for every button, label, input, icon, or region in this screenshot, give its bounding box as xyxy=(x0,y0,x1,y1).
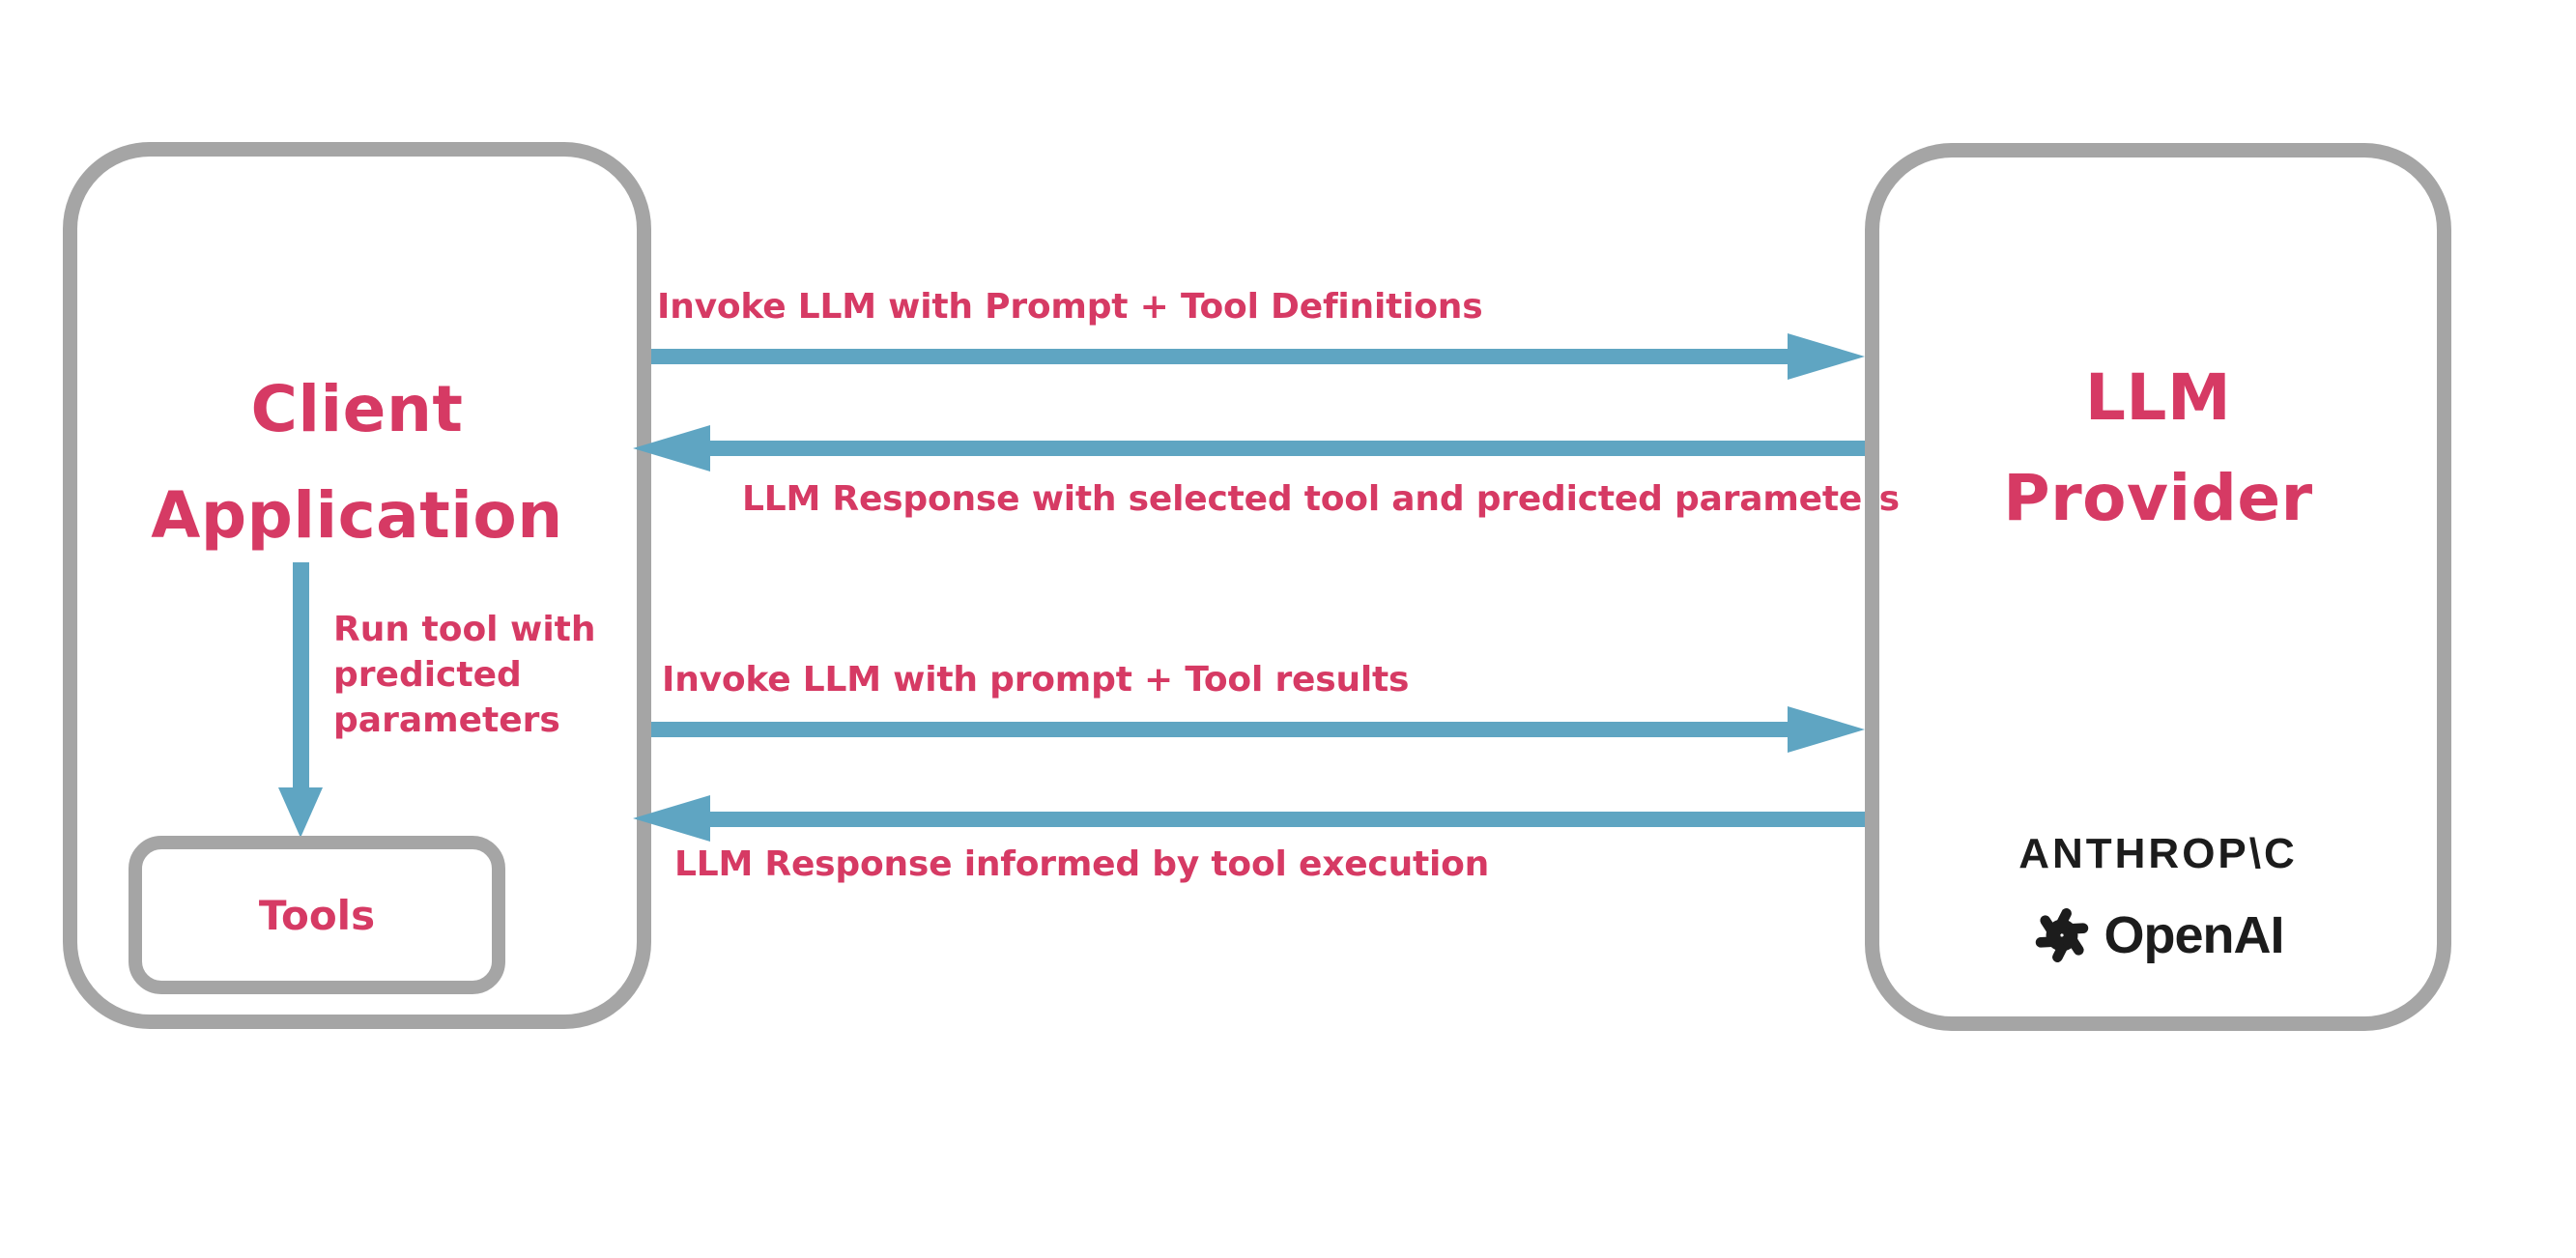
run-tool-label-line1: Run tool with xyxy=(333,610,596,649)
client-application-title: Client Application xyxy=(63,357,651,569)
client-title-line2: Application xyxy=(151,478,563,553)
arrow-response-1-shaft xyxy=(708,441,1865,456)
llm-provider-title: LLM Provider xyxy=(1865,348,2451,549)
client-title-line1: Client xyxy=(250,372,464,446)
tools-label: Tools xyxy=(258,891,376,939)
run-tool-label-line3: parameters xyxy=(333,700,560,740)
llm-title-line2: Provider xyxy=(2003,461,2313,535)
flow-label-invoke-definitions: Invoke LLM with Prompt + Tool Definition… xyxy=(657,287,1483,327)
openai-logo: OpenAI xyxy=(1865,901,2451,969)
run-tool-arrow-shaft xyxy=(293,562,309,787)
llm-provider-box xyxy=(1865,143,2451,1031)
llm-title-line1: LLM xyxy=(2084,360,2232,435)
run-tool-arrow-head-icon xyxy=(278,787,323,838)
tools-box: Tools xyxy=(129,836,505,994)
run-tool-label-line2: predicted xyxy=(333,655,522,695)
arrow-response-2-shaft xyxy=(708,812,1865,827)
arrow-response-2-head-icon xyxy=(633,795,710,842)
arrow-request-1-shaft xyxy=(651,349,1788,364)
anthropic-wordmark: ANTHROP\C xyxy=(2018,830,2298,877)
arrow-request-1-head-icon xyxy=(1788,333,1865,380)
run-tool-label: Run tool with predicted parameters xyxy=(333,607,596,743)
arrow-response-1-head-icon xyxy=(633,425,710,472)
flow-label-response-selected-tool: LLM Response with selected tool and pred… xyxy=(742,479,1900,519)
flow-label-invoke-results: Invoke LLM with prompt + Tool results xyxy=(662,660,1410,700)
openai-wordmark: OpenAI xyxy=(2104,906,2284,964)
arrow-request-2-head-icon xyxy=(1788,706,1865,753)
arrow-request-2-shaft xyxy=(651,722,1788,737)
openai-knot-icon xyxy=(2036,908,2089,962)
flow-label-response-informed: LLM Response informed by tool execution xyxy=(674,844,1490,884)
